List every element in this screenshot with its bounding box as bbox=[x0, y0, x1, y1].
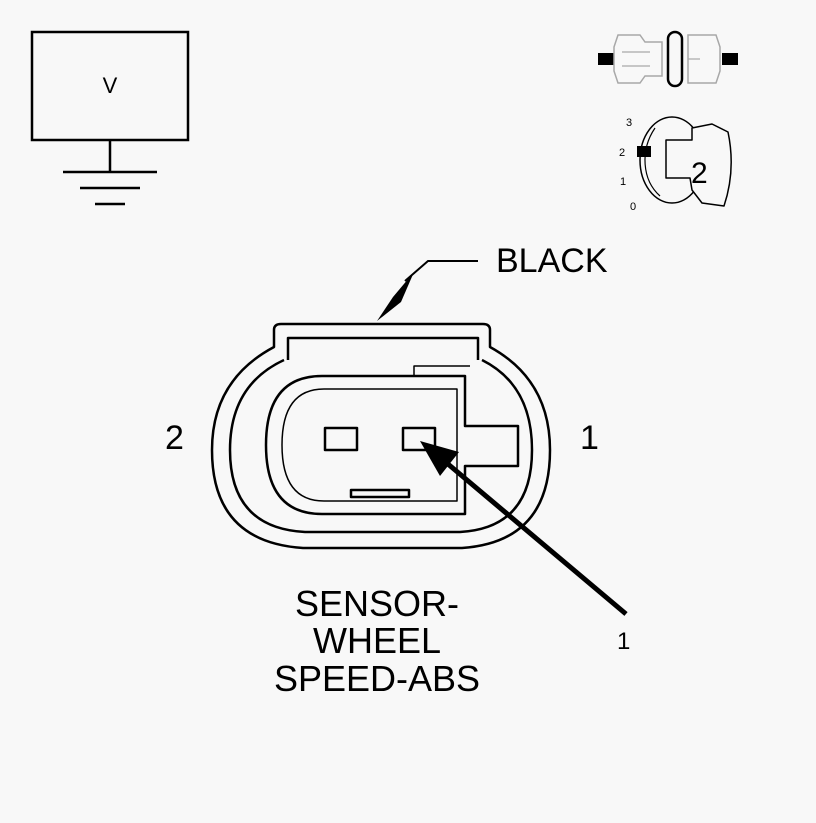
key-position-3: 3 bbox=[626, 117, 632, 129]
pin-label-1: 1 bbox=[580, 419, 599, 457]
key-position-0: 0 bbox=[630, 201, 636, 213]
ground-icon bbox=[63, 140, 157, 206]
color-callout: BLACK bbox=[377, 242, 608, 321]
connector-face bbox=[210, 322, 552, 550]
connector-name-line-2: WHEEL bbox=[313, 620, 441, 661]
voltmeter-label: V bbox=[103, 73, 118, 98]
voltmeter-icon: V bbox=[30, 30, 190, 206]
pin-callout-arrow: 1 bbox=[420, 441, 630, 655]
key-position-1: 1 bbox=[620, 176, 626, 188]
key-position-2: 2 bbox=[619, 147, 625, 159]
key-selected-position: 2 bbox=[691, 157, 708, 190]
connector-name-line-3: SPEED-ABS bbox=[274, 658, 480, 699]
connector-name-line-1: SENSOR- bbox=[295, 583, 459, 624]
pin-callout-label: 1 bbox=[617, 628, 630, 655]
connector-name: SENSOR- WHEEL SPEED-ABS bbox=[274, 583, 480, 699]
pin-label-2: 2 bbox=[165, 419, 184, 457]
connector-color-label: BLACK bbox=[496, 242, 608, 280]
connector-disconnect-icon bbox=[598, 30, 738, 88]
ignition-key-icon: 3 2 1 0 2 bbox=[619, 116, 732, 213]
terminal-cavity-2 bbox=[323, 426, 359, 452]
terminal-cavity-1 bbox=[401, 426, 437, 452]
